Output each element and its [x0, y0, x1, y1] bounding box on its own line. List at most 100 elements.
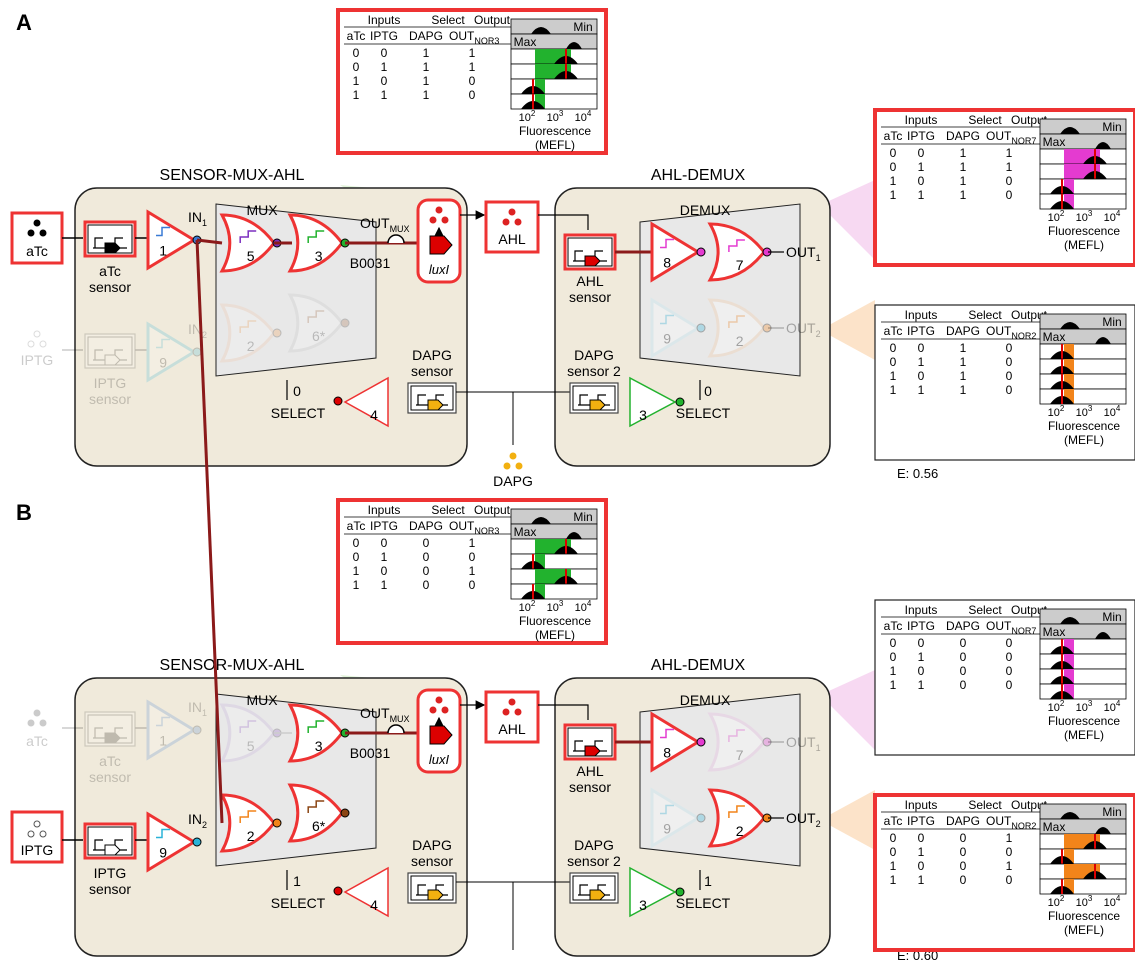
out2-truth-table-col-atc: aTc	[884, 814, 903, 828]
out1-truth-table-cell-3-1: 1	[918, 678, 925, 692]
mux-truth-table-col-out-subscript: NOR3	[474, 526, 499, 536]
nor-gate-2: 2	[219, 793, 282, 853]
out1-truth-table-hdr-inputs: Inputs	[905, 603, 938, 617]
mux-select-node	[333, 396, 343, 406]
iptg-sensor-label-2: sensor	[89, 391, 131, 407]
mux-select-label: SELECT	[271, 895, 326, 911]
out2-truth-table-col-dapg: DAPG	[946, 324, 980, 338]
nor-gate-3-number: 3	[315, 248, 323, 264]
out2-truth-table-hist-min-label: Min	[1102, 315, 1121, 329]
out2-truth-table-hdr-inputs: Inputs	[905, 798, 938, 812]
out2-truth-table-hdr-select: Select	[968, 308, 1002, 322]
mux-truth-table-cell-2-2: 1	[423, 74, 430, 88]
out2-truth-table-hist-max-peak	[1095, 827, 1111, 834]
out2-truth-table-cell-0-3: 0	[1006, 341, 1013, 355]
out2-truth-table-hist-band-2	[1064, 374, 1074, 389]
out2-truth-table-hist-xlabel: Fluorescence	[1048, 419, 1120, 433]
atc-molecule-icon-dot-2	[39, 719, 47, 727]
out2-truth-table-hist-min-peak	[1060, 322, 1080, 329]
mux-truth-table-cell-2-0: 1	[353, 74, 360, 88]
ahl-sensor-cds-icon	[584, 255, 601, 267]
nor-gate-2-demux: 2	[707, 788, 772, 848]
dapg-sensor-2-cds-icon	[589, 399, 606, 411]
mux-truth-table-cell-3-2: 1	[423, 88, 430, 102]
dapg-sensor2-label-1: DAPG	[574, 347, 614, 363]
out1-truth-table-tick-4: 104	[1104, 699, 1121, 714]
out2-truth-table-cell-2-1: 0	[918, 859, 925, 873]
ahl-molecule-icon-dot-1	[502, 708, 510, 716]
mux-truth-table-hdr-inputs: Inputs	[368, 503, 401, 517]
demux-select-node	[675, 887, 685, 897]
not-gate-4	[343, 866, 389, 918]
out2-truth-table-cell-2-3: 1	[1006, 859, 1013, 873]
atc-sensor	[83, 220, 137, 258]
mux-truth-table-tick-3: 103	[547, 109, 564, 124]
not-gate-9-demux-output-dot	[696, 813, 706, 823]
not-gate-3-demux-number: 3	[639, 897, 647, 913]
out1-truth-table-cell-3-2: 1	[960, 188, 967, 202]
out1-label-main: OUT	[786, 734, 816, 750]
dapg-sensor-cds-icon	[427, 889, 444, 901]
out2-truth-table-hist-band-1	[1064, 849, 1074, 864]
mux-truth-table-col-out: OUTNOR3	[449, 29, 499, 46]
out1-truth-table-hist-band-0	[1064, 639, 1074, 654]
out2-truth-table-hist-xunit: (MEFL)	[1064, 923, 1104, 937]
mux-truth-table-col-atc: aTc	[347, 29, 366, 43]
nor-gate-7-promoter-icon	[728, 729, 745, 742]
out2-truth-table-cell-3-3: 0	[1006, 383, 1013, 397]
nor-gate-7-shape	[707, 222, 766, 282]
ahl-demux-title: AHL-DEMUX	[651, 657, 746, 674]
out1-truth-table-col-dapg: DAPG	[946, 619, 980, 633]
out2-truth-table-cell-1-3: 0	[1006, 845, 1013, 859]
out2-label: OUT2	[786, 810, 821, 829]
out2-truth-table-hdr-output: Output	[1011, 308, 1048, 322]
mux-truth-table-hist-xunit: (MEFL)	[535, 628, 575, 642]
not-gate-1-shape	[146, 699, 197, 761]
not-gate-1-promoter-icon	[156, 226, 170, 237]
mux-truth-table-tick-2: 102	[519, 599, 536, 614]
out1-truth-table-cell-3-2: 0	[960, 678, 967, 692]
out1-truth-table-cell-1-2: 1	[960, 160, 967, 174]
out1-truth-table-cell-3-0: 1	[890, 188, 897, 202]
out2-callout-wedge	[820, 300, 875, 360]
out2-truth-table-tick-2: 102	[1048, 404, 1065, 419]
mux-truth-table-cell-1-2: 0	[423, 550, 430, 564]
demux-select-node	[675, 397, 685, 407]
not-gate-9-promoter-icon	[156, 338, 170, 349]
not-gate-1-shape	[146, 209, 197, 271]
out2-truth-table-cell-0-1: 0	[918, 341, 925, 355]
out2-truth-table-hist-band-3	[1064, 389, 1074, 404]
sensor-mux-title: SENSOR-MUX-AHL	[160, 167, 305, 184]
out1-truth-table-cell-2-2: 1	[960, 174, 967, 188]
out1-truth-table-hist-band-3	[1064, 194, 1074, 209]
in1-label-main: IN	[188, 209, 202, 225]
b0031-label: B0031	[350, 745, 391, 761]
not-gate-3-demux	[629, 376, 677, 428]
nor-gate-5-number: 5	[247, 738, 255, 754]
out1-callout-wedge	[820, 180, 875, 260]
out-mux-label-main: OUT	[360, 215, 390, 231]
out1-truth-table-hist-min-label: Min	[1102, 610, 1121, 624]
out1-truth-table-cell-0-3: 0	[1006, 636, 1013, 650]
iptg-sensor-inner-frame	[87, 336, 133, 366]
dapg-sensor-label-2: sensor	[411, 853, 453, 869]
nor-gate-6: 6*	[287, 293, 350, 353]
out1-truth-table-cell-2-3: 0	[1006, 664, 1013, 678]
out2-truth-table-col-out: OUTNOR2	[986, 324, 1036, 341]
out2-label: OUT2	[786, 320, 821, 339]
out2-truth-table-cell-3-2: 0	[960, 873, 967, 887]
out1-truth-table-cell-1-0: 0	[890, 160, 897, 174]
mux-truth-table-cell-3-2: 0	[423, 578, 430, 592]
out2-truth-table-cell-0-2: 1	[960, 341, 967, 355]
ahl-molecule-icon-luxi	[429, 206, 449, 224]
out2-truth-table-tick-2: 102	[1048, 894, 1065, 909]
iptg-sensor-label-1: IPTG	[94, 865, 127, 881]
ahl-molecule-icon-luxi-dot-0	[435, 206, 443, 214]
out2-truth-table-tick-4: 104	[1104, 894, 1121, 909]
b0031-terminator-icon	[387, 234, 405, 244]
atc-molecule-icon	[27, 709, 47, 727]
atc-sensor-frame	[84, 711, 136, 747]
